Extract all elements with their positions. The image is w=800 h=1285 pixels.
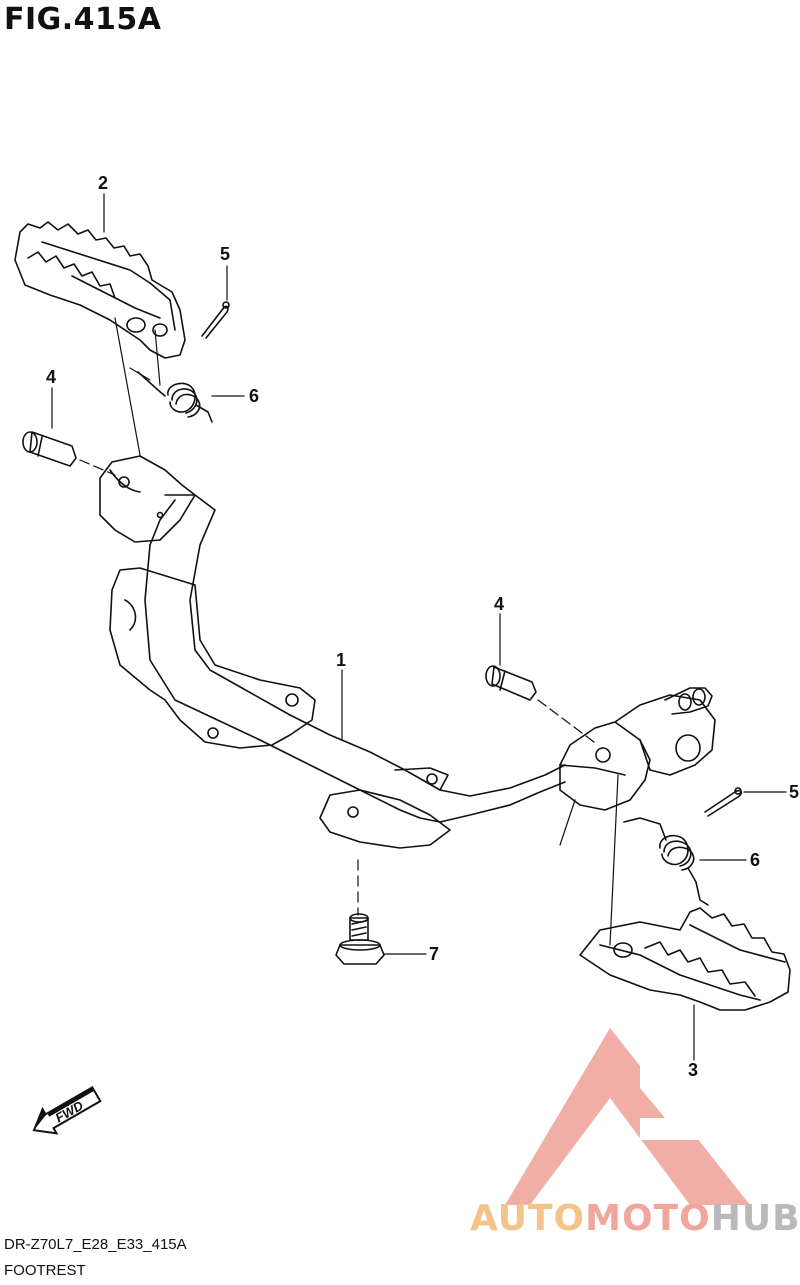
footpeg-right: [579, 907, 791, 1011]
figure-title: FIG.415A: [4, 2, 162, 37]
fwd-arrow-icon: FWD: [32, 1085, 102, 1135]
callout-7: 7: [429, 944, 439, 964]
footpeg-left: [14, 221, 186, 359]
leader-lines: [51, 193, 787, 1061]
callout-3: 3: [688, 1060, 698, 1080]
callout-1: 1: [336, 650, 346, 670]
callout-5-lower: 5: [789, 782, 799, 802]
spring-upper: [137, 371, 213, 423]
cotter-pin-upper: [201, 301, 230, 339]
callout-4-upper: 4: [46, 367, 56, 387]
bolt: [335, 913, 385, 965]
footrest-frame: [99, 455, 716, 849]
watermark-text: AUTOMOTOHUB: [470, 1198, 800, 1239]
pin-lower: [485, 665, 537, 701]
callout-6-lower: 6: [750, 850, 760, 870]
pin-upper: [22, 431, 77, 467]
callout-6-upper: 6: [249, 386, 259, 406]
callout-4-lower: 4: [494, 594, 504, 614]
callout-2: 2: [98, 173, 108, 193]
diagram-code: DR-Z70L7_E28_E33_415A: [4, 1236, 187, 1253]
diagram-name: FOOTREST: [4, 1262, 86, 1279]
watermark-logo: [505, 1028, 750, 1205]
cotter-pin-lower: [704, 787, 743, 817]
spring-lower: [623, 817, 709, 906]
callout-5-upper: 5: [220, 244, 230, 264]
assembly-lines: [79, 317, 619, 946]
